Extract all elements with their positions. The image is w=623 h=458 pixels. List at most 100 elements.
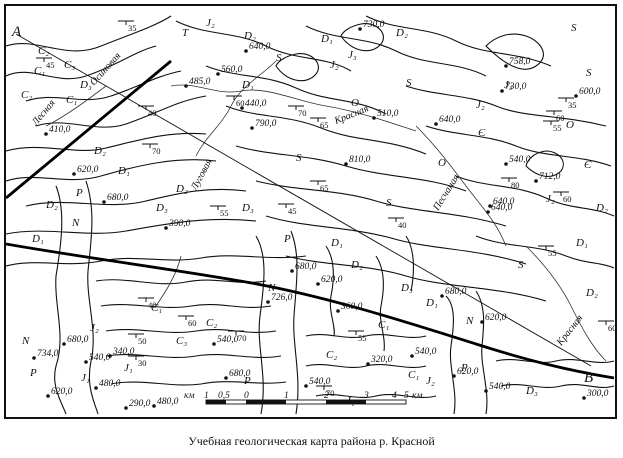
elevation-dot (484, 389, 488, 393)
elevation-label: 680,0 (229, 369, 251, 379)
unit-label: C₂ (206, 317, 217, 329)
map-canvas: A B Осиновая Лесная Луговая Красная Песч… (6, 15, 615, 415)
unit-label: P (460, 362, 468, 374)
unit-label: J₃ (348, 49, 357, 61)
scale-tick-label: 0,5 (218, 391, 230, 401)
geologic-map: A B Осиновая Лесная Луговая Красная Песч… (4, 4, 617, 419)
unit-label: D₁ (320, 33, 333, 45)
unit-label: J₂ (206, 17, 215, 29)
elevation-label: 320,0 (370, 355, 393, 365)
elevation-dot (184, 84, 188, 88)
dip-angle-label: 70 (326, 388, 335, 398)
unit-label: D₃ (155, 202, 168, 214)
elevation-label: 600,0 (579, 87, 601, 97)
elevation-label: 734,0 (37, 349, 59, 359)
elevation-label: 620,0 (51, 387, 73, 397)
unit-label: Є (478, 127, 486, 139)
scale-tick-label: 5 (404, 391, 409, 401)
elevation-label: 730,0 (363, 20, 385, 30)
unit-labels: C₂ C₁ C₃ C₂ C₁ D₃ D₂ D₁ D₃ D₂ D₁ D₂ D₃ D… (21, 17, 608, 407)
unit-label: P (75, 187, 83, 199)
elevation-label: 640,0 (249, 42, 271, 52)
unit-label: J₁ (124, 362, 133, 374)
unit-label: C₂ (21, 89, 32, 101)
dip-symbols: 3545607040556570456035554060556560503070… (36, 20, 615, 398)
dip-angle-label: 55 (548, 248, 557, 258)
unit-label: J₁ (81, 372, 90, 384)
scale-bar-segment (326, 400, 366, 404)
dip-angle-label: 35 (128, 23, 137, 33)
elevation-dot (500, 89, 504, 93)
dip-angle-label: 30 (138, 358, 147, 368)
unit-label: O (351, 97, 359, 109)
elevation-label: 680,0 (295, 262, 317, 272)
scale-bar-segment (206, 400, 226, 404)
elevation-dot (224, 376, 228, 380)
elevation-dot (410, 354, 414, 358)
unit-label: D₂ (595, 202, 608, 214)
scale-tick-label: 2 (324, 391, 329, 401)
elevation-dot (486, 210, 490, 214)
unit-label: C₃ (176, 335, 187, 347)
elevation-label: 540,0 (415, 347, 437, 357)
dip-angle-label: 35 (568, 100, 577, 110)
unit-label: T (182, 27, 189, 39)
unit-label: J₂ (546, 193, 555, 205)
unit-label: O (438, 157, 446, 169)
river-label: Луговая (188, 157, 214, 193)
elevation-dot (84, 360, 88, 364)
elevation-dot (102, 200, 106, 204)
unit-label: S (276, 52, 282, 64)
elevation-dot (266, 300, 270, 304)
dip-angle-label: 55 (220, 208, 229, 218)
elevation-dot (32, 356, 36, 360)
unit-label: D₂ (45, 199, 58, 211)
elevation-dot (574, 94, 578, 98)
elevation-dot (46, 394, 50, 398)
elevation-label: 680,0 (445, 287, 467, 297)
unit-label: D₂ (243, 30, 256, 42)
scale-tick-label: 1 (204, 391, 209, 401)
unit-label: J₃ (504, 79, 513, 91)
elevation-label: 480,0 (99, 379, 121, 389)
elevation-label: 540,0 (217, 335, 239, 345)
unit-label: N (267, 282, 276, 294)
unit-label: J₂ (426, 375, 435, 387)
fault-lines (6, 59, 615, 380)
unit-label: C₁ (408, 369, 419, 381)
unit-label: S (296, 152, 302, 164)
unit-label: J₂ (330, 59, 339, 71)
unit-label: N (21, 335, 30, 347)
dip-angle-label: 45 (288, 206, 297, 216)
elevation-dot (336, 309, 340, 313)
scale-unit-label: км (412, 391, 423, 401)
dip-angle-label: 55 (358, 333, 367, 343)
elevation-label: 540,0 (309, 377, 331, 387)
unit-label: S (386, 197, 392, 209)
unit-label: D₃ (79, 79, 92, 91)
unit-label: S (571, 22, 577, 34)
dip-angle-label: 40 (148, 108, 157, 118)
elevation-label: 810,0 (349, 155, 371, 165)
unit-label: C₁ (66, 94, 77, 106)
unit-label: D₁ (425, 297, 438, 309)
dip-angle-label: 45 (46, 60, 55, 70)
elevation-dot (452, 374, 456, 378)
elevation-dot (344, 162, 348, 166)
profile-start-label: A (11, 24, 22, 40)
elevation-label: 712,0 (539, 172, 561, 182)
river-lines (45, 60, 607, 362)
elevation-label: 620,0 (485, 313, 507, 323)
elevation-label: 620,0 (457, 367, 479, 377)
elevation-label: 440,0 (245, 99, 267, 109)
elevation-dot (250, 126, 254, 130)
elevation-dot (488, 204, 492, 208)
elevation-dot (304, 384, 308, 388)
geologic-contacts (6, 15, 615, 415)
elevation-label: 560,0 (221, 65, 243, 75)
river-label: Песчаная (431, 172, 462, 213)
dip-angle-label: 40 (398, 220, 407, 230)
elevation-label: 730,0 (505, 82, 527, 92)
scale-bar: км 1 0,5 0 1 2 3 4 5 км (184, 391, 423, 405)
elevation-dot (582, 396, 586, 400)
